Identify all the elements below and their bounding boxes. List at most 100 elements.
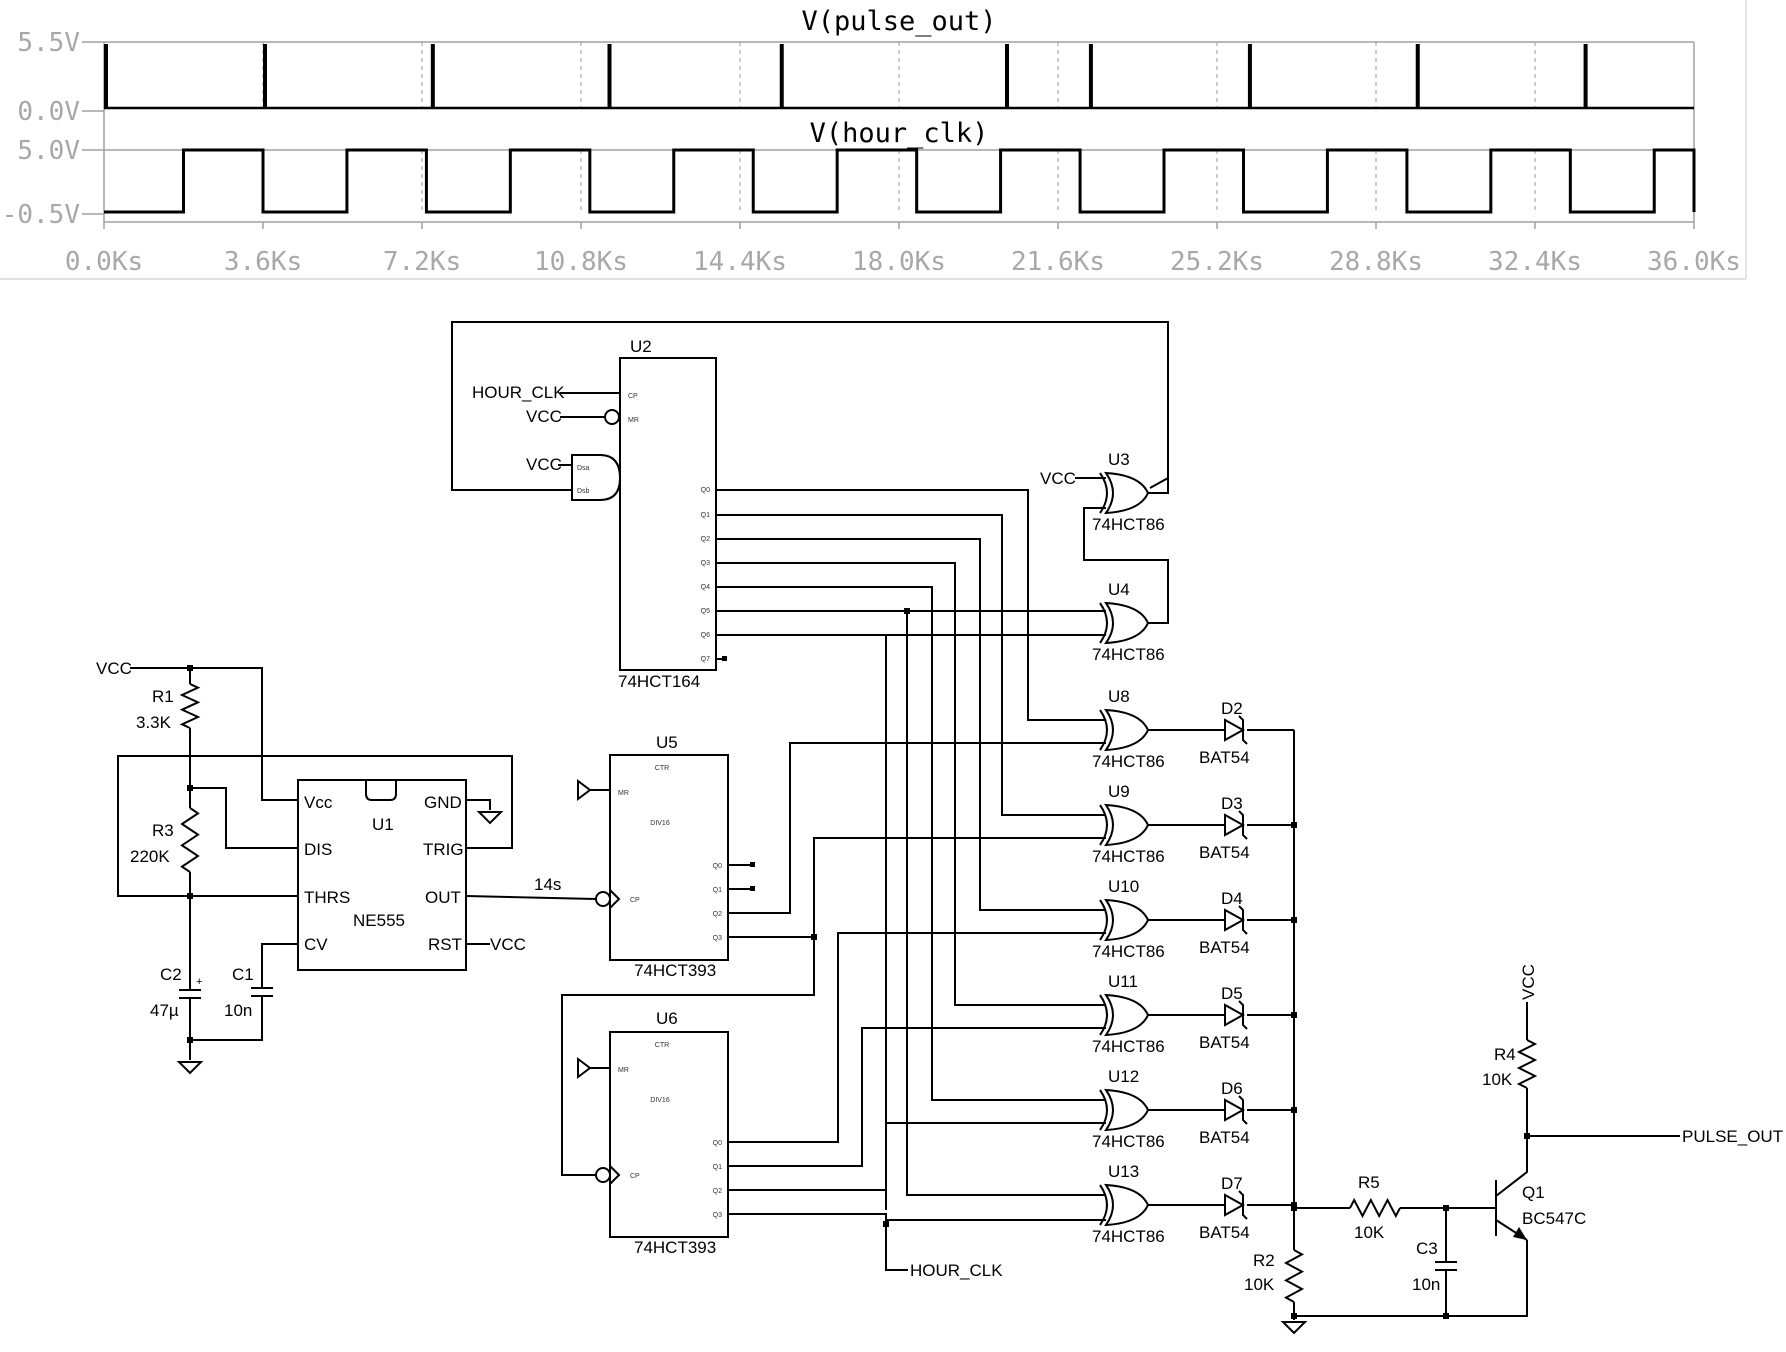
gate-ref: U10 <box>1108 877 1139 896</box>
wire <box>561 937 815 1176</box>
pin-label: CP <box>630 897 640 904</box>
wire <box>728 1027 1106 1167</box>
diode-bar <box>1238 1095 1248 1125</box>
pin-label: Q1 <box>701 512 710 519</box>
hour-clk-trace <box>104 148 1696 214</box>
clock-edge <box>609 1165 621 1185</box>
diode-bar <box>1238 715 1248 745</box>
gate-part: 74HCT86 <box>1092 515 1165 534</box>
u2-ref: U2 <box>630 337 652 356</box>
net-label-vcc: VCC <box>526 407 562 426</box>
pulse-out-pulse <box>1005 44 1009 108</box>
r3-resistor <box>180 807 200 873</box>
y-tick-label: 0.0V <box>17 97 80 127</box>
xor-input-arc <box>1099 472 1108 514</box>
gate-ref: U12 <box>1108 1067 1139 1086</box>
xor-gate-body <box>1103 1183 1150 1227</box>
wire <box>190 996 263 1041</box>
c1-value: 10n <box>224 1001 252 1020</box>
diode-ref: D4 <box>1221 889 1243 908</box>
x-tick-label: 3.6Ks <box>224 247 302 277</box>
pin-label: Q2 <box>713 1188 722 1195</box>
diode-part: BAT54 <box>1199 1128 1250 1147</box>
r5-ref: R5 <box>1358 1173 1380 1192</box>
wire <box>716 538 1106 911</box>
pin-label: Q2 <box>701 536 710 543</box>
gate-ref: U11 <box>1108 972 1138 991</box>
u1-pin: Vcc <box>304 793 333 812</box>
net-label-vcc-555: VCC <box>96 659 132 678</box>
diode-part: BAT54 <box>1199 748 1250 767</box>
diode-ref: D6 <box>1221 1079 1243 1098</box>
feedback-wire <box>451 321 1169 491</box>
r4-value: 10K <box>1482 1070 1513 1089</box>
wire <box>728 1122 1106 1191</box>
pin-label: Q7 <box>701 656 710 663</box>
diode-triangle <box>1224 813 1246 837</box>
r3-value: 220K <box>130 847 170 866</box>
wire <box>716 586 1106 1101</box>
diode-ref: D7 <box>1221 1174 1243 1193</box>
xor-gate-body <box>1103 1088 1150 1132</box>
xor-gate-body <box>1103 803 1150 847</box>
gate-part: 74HCT86 <box>1092 645 1165 664</box>
wire <box>885 1224 908 1271</box>
u1-pin: RST <box>428 935 462 954</box>
y-tick-label: 5.0V <box>17 136 80 166</box>
diode-bar <box>1238 905 1248 935</box>
diode-triangle <box>1224 1098 1246 1122</box>
inversion-bubble <box>604 409 620 425</box>
r1-resistor <box>179 683 201 729</box>
gate-part: 74HCT86 <box>1092 1037 1165 1056</box>
xor-input-arc <box>1099 804 1108 846</box>
xor-gate-body <box>1103 601 1150 645</box>
pin-label: Q3 <box>701 560 710 567</box>
u1-pin: TRIG <box>423 840 464 859</box>
u1-part: NE555 <box>353 911 405 930</box>
gate-ref: U13 <box>1108 1162 1139 1181</box>
xor-input-arc <box>1099 994 1108 1036</box>
pulse-out-pulse <box>779 44 784 108</box>
pin-label: DIV16 <box>650 820 670 827</box>
wire <box>130 667 298 801</box>
pin-label: CP <box>628 393 638 400</box>
u1-body <box>297 779 467 971</box>
wire <box>728 1213 1106 1221</box>
u1-pin: DIS <box>304 840 332 859</box>
net-label-vcc: VCC <box>1040 469 1076 488</box>
y-tick-label: -0.5V <box>2 200 80 230</box>
xor-input-arc <box>1099 602 1108 644</box>
diode-bar <box>1238 810 1248 840</box>
wire <box>716 562 1106 1006</box>
pin-label: MR <box>618 790 629 797</box>
gate-ref: U9 <box>1108 782 1130 801</box>
xor-input-arc <box>1099 899 1108 941</box>
wire <box>728 742 1106 914</box>
diodes: D2BAT54D3BAT54D4BAT54D5BAT54D6BAT54D7BAT… <box>1148 699 1528 1335</box>
u1-pin: CV <box>304 935 328 954</box>
x-tick-label: 7.2Ks <box>383 247 461 277</box>
pulse-out-pulse <box>1088 44 1093 108</box>
u5-ref: U5 <box>656 733 678 752</box>
u5-part: 74HCT393 <box>634 961 716 980</box>
cp-bubble <box>595 891 611 907</box>
gate-part: 74HCT86 <box>1092 942 1165 961</box>
pin-label: Q5 <box>701 608 710 615</box>
wire <box>728 932 1106 1143</box>
pin-label: Q0 <box>701 487 710 494</box>
ground-icon <box>176 1061 204 1075</box>
ground-icon <box>476 811 504 825</box>
x-tick-label: 25.2Ks <box>1170 247 1264 277</box>
r2-ref: R2 <box>1253 1251 1275 1270</box>
c2-value: 47µ <box>150 1001 179 1020</box>
q7-unconnected <box>722 656 727 661</box>
pulse-out-pulse <box>430 44 435 108</box>
pin-label: CTR <box>655 1042 669 1049</box>
r4-ref: R4 <box>1494 1045 1516 1064</box>
wire <box>465 895 597 900</box>
xor-gates: U374HCT86U474HCT86U874HCT86U974HCT86U107… <box>716 450 1169 1246</box>
pin-label: MR <box>618 1067 629 1074</box>
x-tick-label: 0.0Ks <box>65 247 143 277</box>
x-tick-label: 18.0Ks <box>852 247 946 277</box>
xor-gate-body <box>1103 898 1150 942</box>
